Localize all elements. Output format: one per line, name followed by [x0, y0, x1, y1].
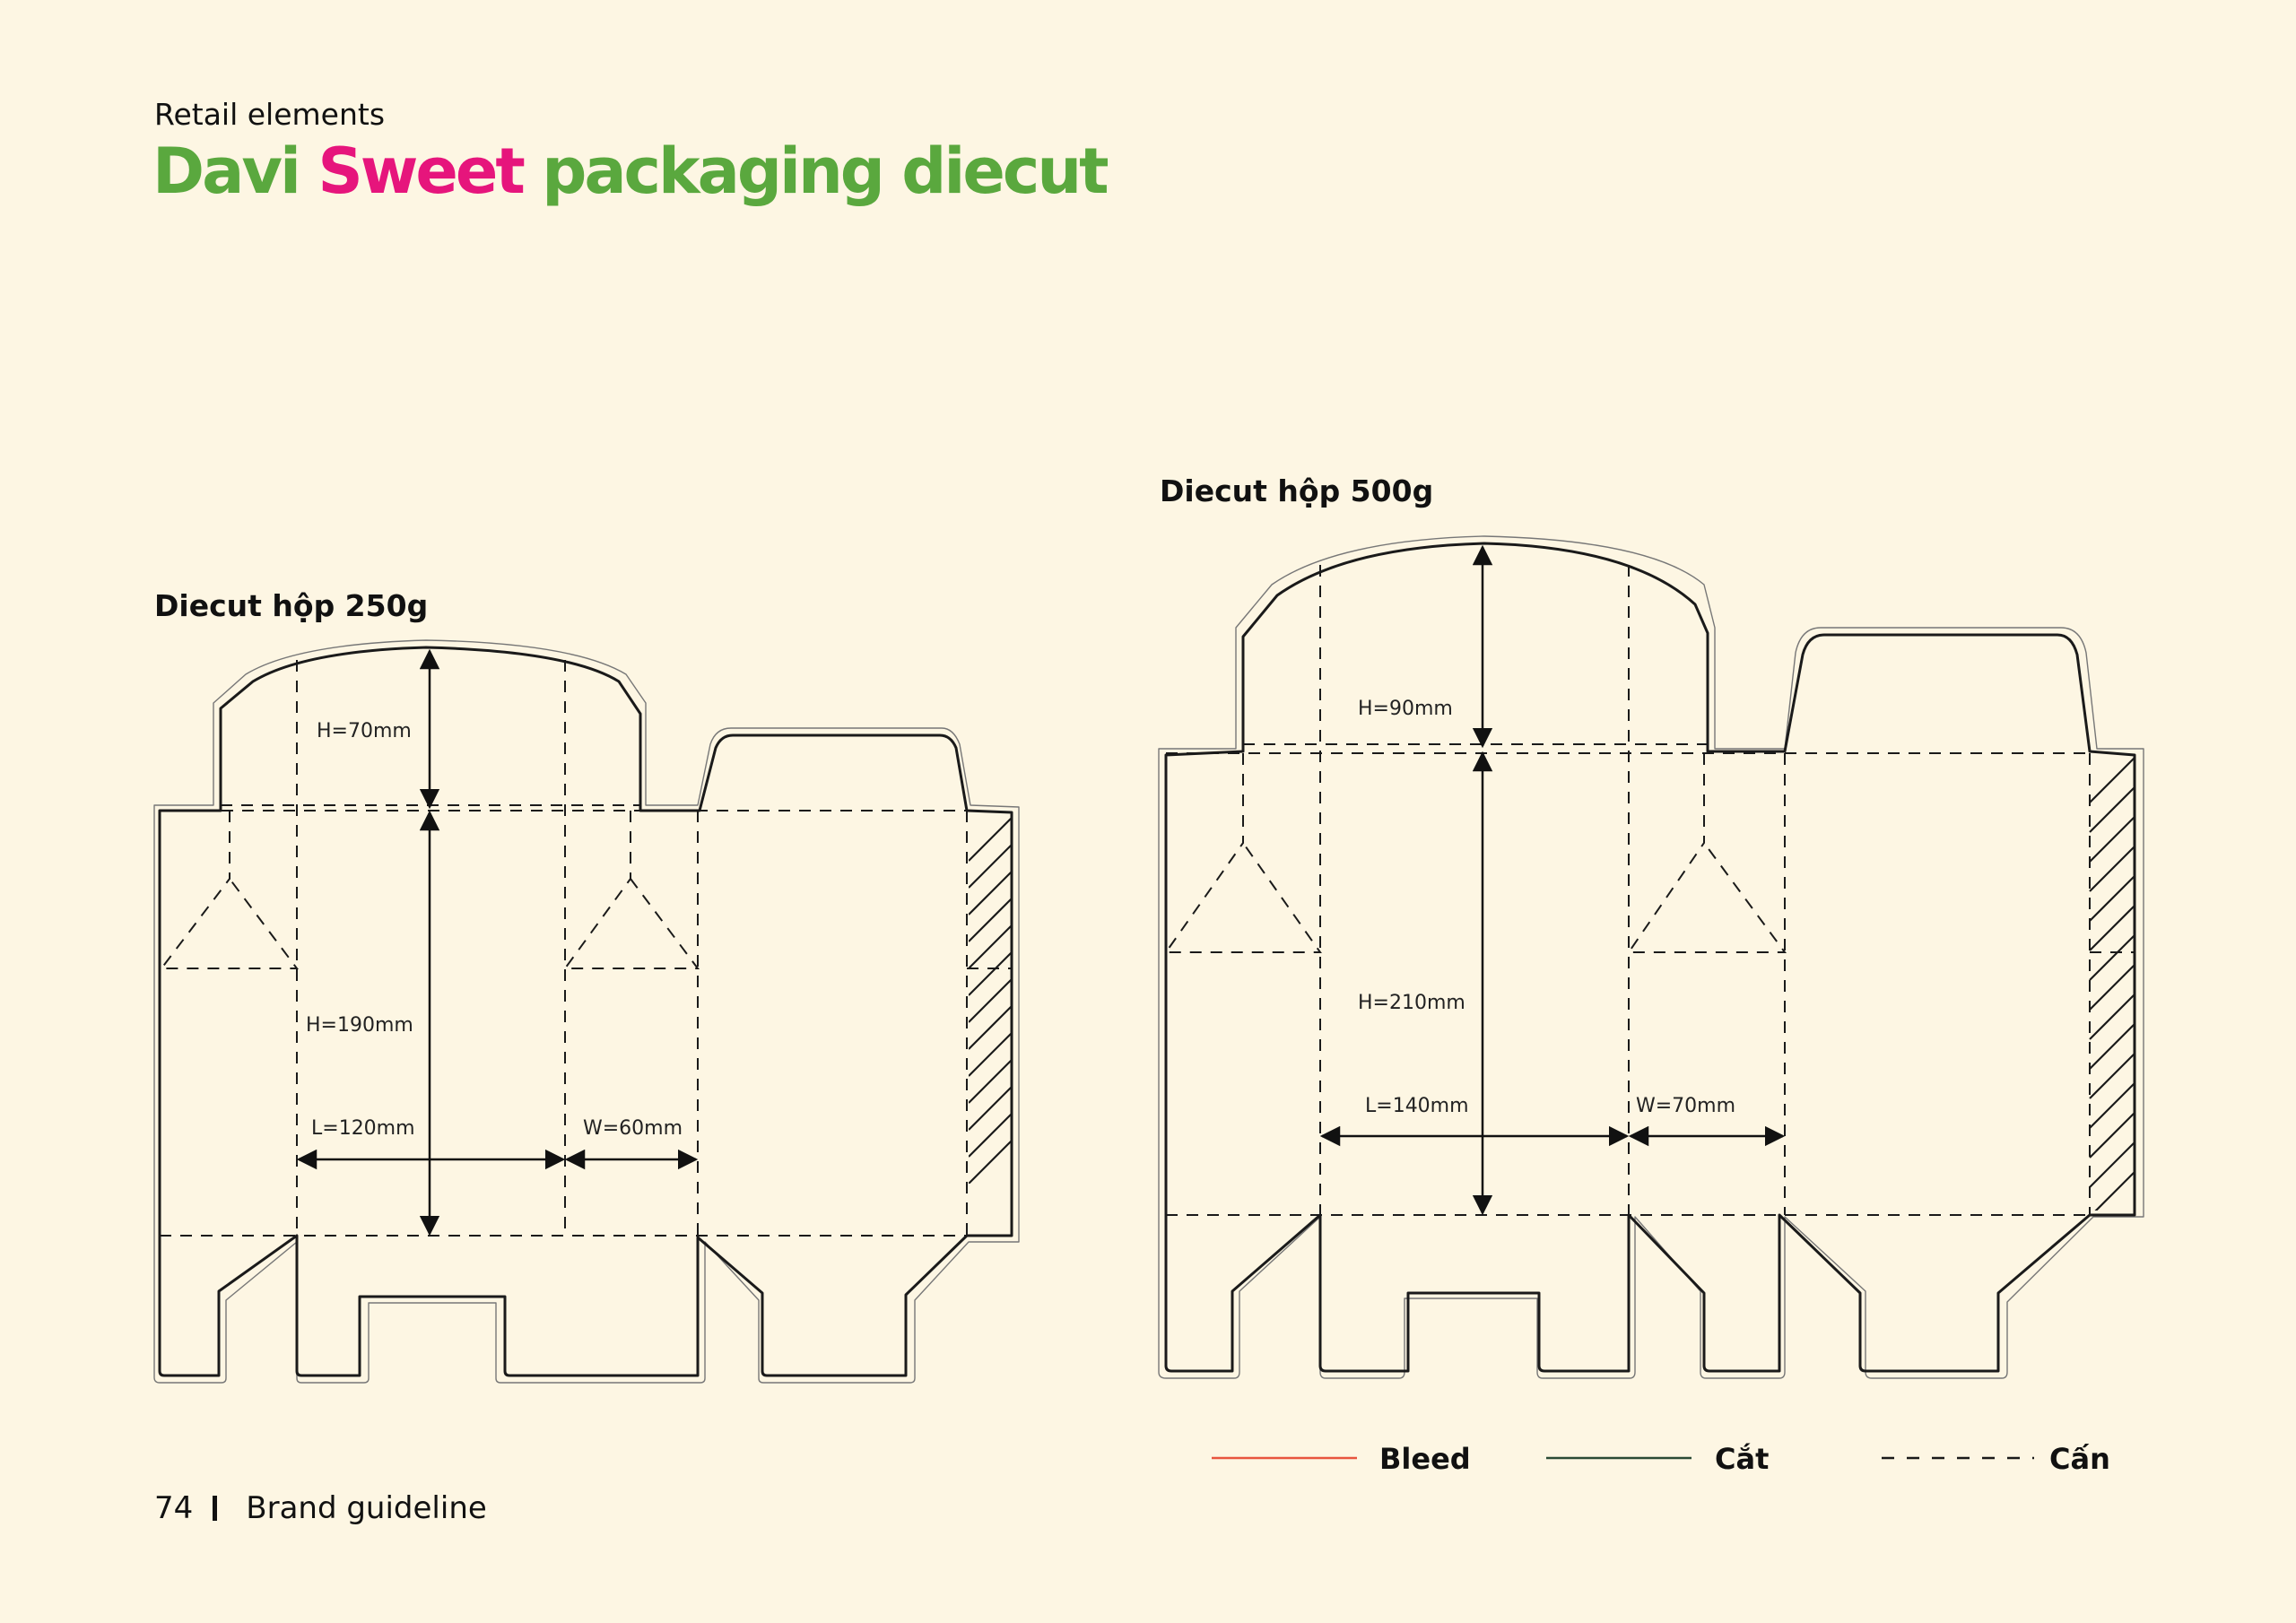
legend-bleed-label: Bleed	[1379, 1442, 1471, 1476]
diecut-250-dim-h-body: H=190mm	[306, 1014, 413, 1037]
diecut-500-caption: Diecut hộp 500g	[1160, 473, 1434, 508]
diecut-500-dim-h-top: H=90mm	[1358, 698, 1453, 720]
diecut-500-dim-w: W=70mm	[1636, 1095, 1735, 1117]
diecut-500-fold-lines	[1164, 565, 2135, 1216]
diecut-250-drawing: H=70mm H=190mm L=120mm W=60mm	[153, 639, 1020, 1384]
diecut-250-cut-outline	[158, 646, 1013, 1377]
diecut-500-dim-l: L=140mm	[1365, 1095, 1469, 1117]
page-footer: 74 Brand guideline	[154, 1490, 487, 1526]
section-eyebrow: Retail elements	[154, 97, 386, 132]
diecut-500-glue-hatch	[2089, 757, 2135, 1211]
diecut-250-bleed-outline	[153, 639, 1020, 1384]
diecut-500-dim-h-body: H=210mm	[1358, 992, 1465, 1014]
legend-cut-label: Cắt	[1715, 1442, 1769, 1476]
page-title: Davi Sweet packaging diecut	[152, 135, 1109, 208]
diecut-250-dim-h-top: H=70mm	[317, 720, 412, 742]
page-number: 74	[154, 1490, 194, 1526]
diecut-250-dim-l: L=120mm	[311, 1117, 415, 1140]
footer-label: Brand guideline	[246, 1490, 487, 1526]
title-part-rest: packaging diecut	[522, 135, 1109, 208]
diecut-500-drawing: H=90mm H=210mm L=140mm W=70mm	[1158, 535, 2144, 1379]
title-part-sweet: Sweet	[317, 135, 525, 208]
diecut-250-fold-lines	[159, 660, 1012, 1237]
diecut-250-glue-hatch	[969, 818, 1012, 1184]
diecut-500-cut-outline	[1164, 542, 2136, 1373]
diecut-250-caption: Diecut hộp 250g	[154, 588, 429, 623]
diecut-250-dim-w: W=60mm	[583, 1117, 683, 1140]
legend-fold-label: Cấn	[2049, 1442, 2110, 1476]
footer-separator	[213, 1496, 218, 1521]
line-legend: Bleed Cắt Cấn	[1212, 1442, 2110, 1476]
title-part-davi: Davi	[152, 135, 318, 208]
diecut-500-bleed-outline	[1158, 535, 2144, 1379]
